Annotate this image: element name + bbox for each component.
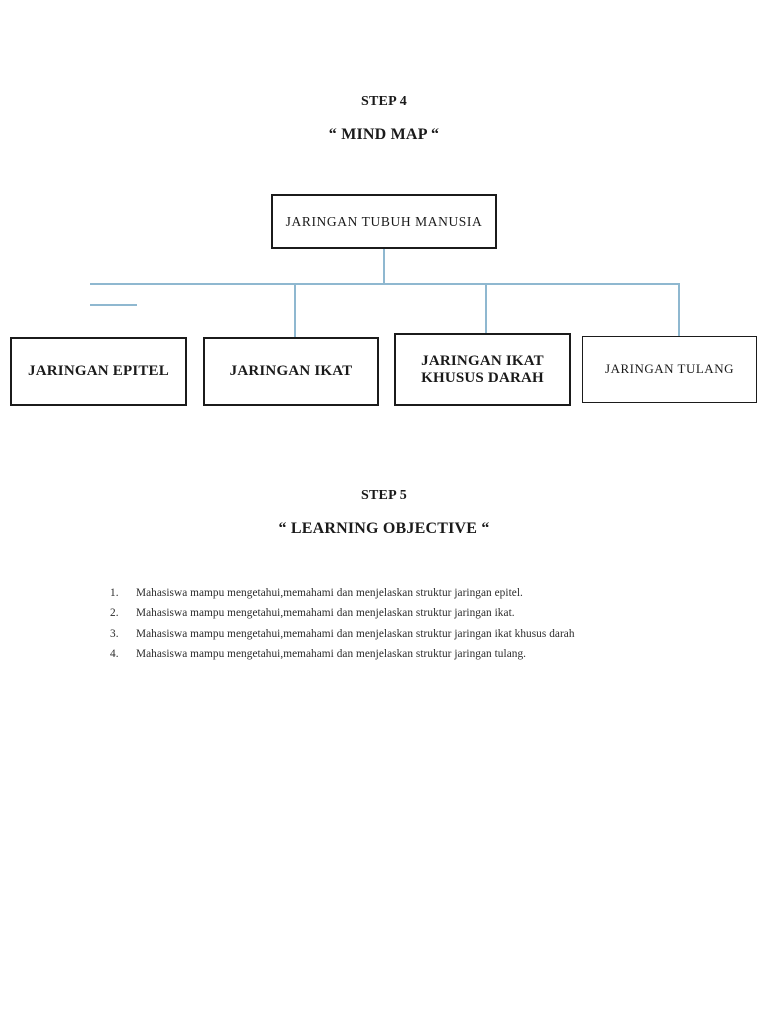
step5-label: STEP 5 bbox=[361, 488, 407, 503]
learning-objective-text: Mahasiswa mampu mengetahui,memahami dan … bbox=[136, 587, 523, 599]
learning-objective-number: 1. bbox=[110, 587, 119, 599]
learning-objective-title: “ LEARNING OBJECTIVE “ bbox=[278, 520, 490, 537]
learning-objective-item: 1. Mahasiswa mampu mengetahui,memahami da… bbox=[110, 583, 710, 603]
step4-label: STEP 4 bbox=[361, 94, 407, 109]
node-jaringan-ikat: JARINGAN IKAT bbox=[203, 337, 379, 406]
connector-stub-left bbox=[90, 304, 137, 306]
node-jaringan-tulang: JARINGAN TULANG bbox=[582, 336, 757, 403]
mind-map-diagram: JARINGAN TUBUH MANUSIA JARINGAN EPITEL J… bbox=[0, 0, 768, 430]
learning-objective-number: 4. bbox=[110, 648, 119, 661]
learning-objective-number: 2. bbox=[110, 607, 119, 620]
learning-objective-item: 2. Mahasiswa mampu mengetahui,memahami da… bbox=[110, 603, 710, 623]
learning-objective-item: 3. Mahasiswa mampu mengetahui,memahami da… bbox=[110, 624, 710, 644]
learning-objective-number: 3. bbox=[110, 627, 119, 640]
learning-objective-list: 1. Mahasiswa mampu mengetahui,memahami da… bbox=[110, 583, 710, 665]
connector-horizontal-bus bbox=[90, 283, 679, 285]
node-jaringan-tubuh-manusia: JARINGAN TUBUH MANUSIA bbox=[271, 194, 497, 249]
connector-drop-jaringan-ikat bbox=[294, 283, 296, 337]
learning-objective-item: 4. Mahasiswa mampu mengetahui,memahami da… bbox=[110, 644, 710, 664]
node-jaringan-epitel: JARINGAN EPITEL bbox=[10, 337, 187, 406]
learning-objective-text: Mahasiswa mampu mengetahui,memahami dan … bbox=[136, 627, 575, 640]
connector-drop-jaringan-ikat-khusus-darah bbox=[485, 283, 487, 333]
learning-objective-text: Mahasiswa mampu mengetahui,memahami dan … bbox=[136, 648, 527, 661]
node-jaringan-ikat-khusus-darah: JARINGAN IKAT KHUSUS DARAH bbox=[394, 333, 571, 406]
learning-objective-text: Mahasiswa mampu mengetahui,memahami dan … bbox=[136, 607, 515, 620]
mind-map-title: “ MIND MAP “ bbox=[328, 126, 440, 143]
connector-root-down bbox=[383, 249, 385, 284]
connector-drop-jaringan-tulang bbox=[678, 283, 680, 336]
